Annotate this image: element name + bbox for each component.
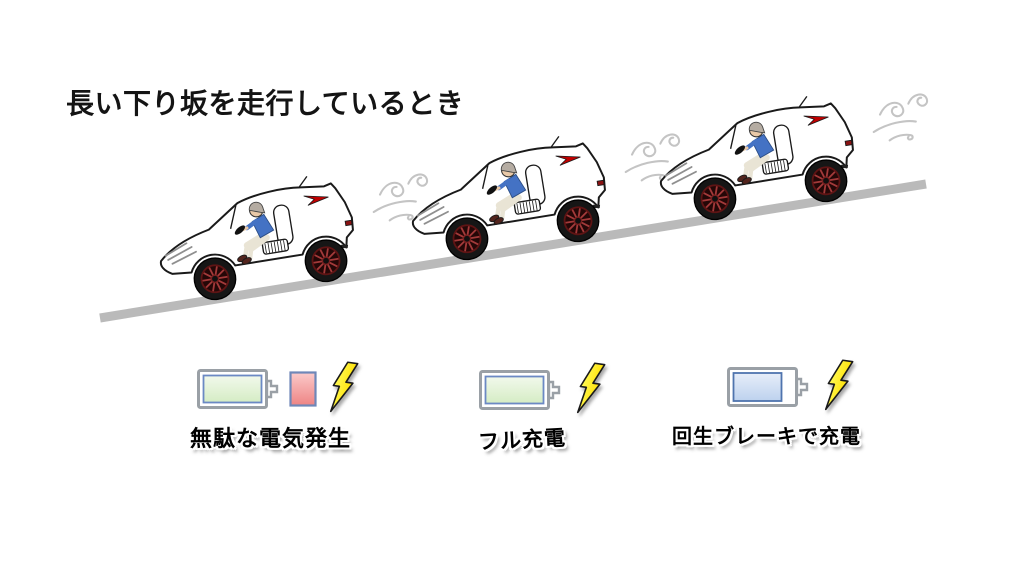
legend-label-wasted-electricity: 無駄な電気発生 (190, 426, 352, 451)
legend-group-regen-charge (727, 359, 856, 415)
legend-group-wasted-electricity (197, 361, 361, 417)
lightning-bolt-icon (329, 361, 359, 413)
legend-label-regen-charge: 回生ブレーキで充電 (672, 426, 861, 448)
page-title: 長い下り坂を走行しているとき (66, 88, 465, 119)
small-red-battery-icon (289, 371, 317, 407)
full-green-battery-icon (479, 370, 561, 410)
road-slope (99, 179, 927, 323)
legend-label-full-charge: フル充電 (477, 426, 567, 455)
legend-group-full-charge (479, 362, 608, 418)
lightning-bolt-icon (576, 362, 606, 414)
charging-blue-battery-icon (727, 367, 809, 407)
lightning-bolt-icon (824, 359, 854, 411)
full-green-battery-icon (197, 369, 279, 409)
